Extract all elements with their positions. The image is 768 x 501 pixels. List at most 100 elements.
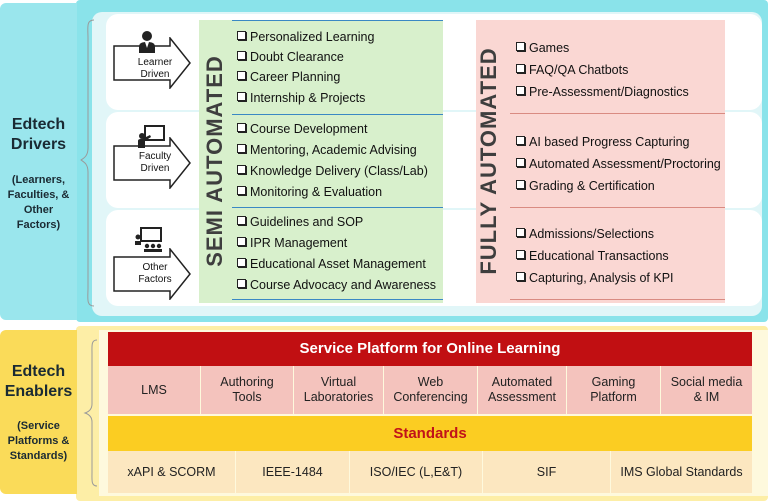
semi-divider <box>232 207 443 208</box>
list-item: Games <box>516 38 689 58</box>
list-item: Guidelines and SOP <box>237 212 436 232</box>
faculty-board-icon <box>138 125 165 148</box>
list-item-text: Monitoring & Evaluation <box>250 185 383 199</box>
list-item-text: Internship & Projects <box>250 91 366 105</box>
list-item-text: Pre-Assessment/Diagnostics <box>529 85 689 99</box>
standard-cell-ims: IMS Global Standards <box>611 451 752 493</box>
drivers-subtitle-line: Factors) <box>16 219 61 231</box>
drivers-title-line: Edtech <box>11 116 66 133</box>
list-item-text: AI based Progress Capturing <box>529 135 690 149</box>
checkbox-icon <box>516 42 525 51</box>
driver-label-line: Faculty <box>138 151 172 162</box>
learner-person-icon <box>139 31 155 53</box>
semi-group-faculty: Course Development Mentoring, Academic A… <box>237 119 428 202</box>
list-item-text: Course Advocacy and Awareness <box>250 278 436 292</box>
faculty-arrow <box>113 137 191 189</box>
enablers-side-panel <box>0 330 77 494</box>
platform-cell-text: Laboratories <box>303 390 374 404</box>
list-item-text: Guidelines and SOP <box>250 215 364 229</box>
checkbox-icon <box>237 31 246 40</box>
list-item-text: Course Development <box>250 122 368 136</box>
list-item: Educational Transactions <box>516 246 674 266</box>
checkbox-icon <box>237 186 246 195</box>
checkbox-icon <box>237 144 246 153</box>
list-item-text: IPR Management <box>250 236 348 250</box>
standards-header: Standards <box>108 416 752 451</box>
other-factors-label: Other Factors <box>124 262 186 286</box>
list-item-text: Educational Asset Management <box>250 257 426 271</box>
fully-group-learner: Games FAQ/QA Chatbots Pre-Assessment/Dia… <box>516 38 689 102</box>
drivers-subtitle-line: Faculties, & <box>7 189 70 201</box>
list-item-text: Mentoring, Academic Advising <box>250 143 417 157</box>
standard-cell-xapi: xAPI & SCORM <box>108 451 235 493</box>
driver-label-line: Driven <box>140 69 170 80</box>
enablers-brace <box>83 339 98 487</box>
list-item-text: Admissions/Selections <box>529 227 655 241</box>
standard-cell-sif: SIF <box>483 451 610 493</box>
driver-label-line: Driven <box>140 163 170 174</box>
list-item: Monitoring & Evaluation <box>237 182 428 202</box>
group-board-icon <box>135 227 162 252</box>
platform-cell-social-media: Social media& IM <box>661 366 752 414</box>
enablers-subtitle: (Service Platforms & Standards) <box>0 419 77 464</box>
fully-automated-title: FULLY AUTOMATED <box>476 47 501 275</box>
driver-label-line: Other <box>142 262 168 273</box>
list-item: Pre-Assessment/Diagnostics <box>516 82 689 102</box>
list-item: Educational Asset Management <box>237 254 436 274</box>
platform-cell-text: & IM <box>693 390 720 404</box>
platform-cell-text: Virtual <box>320 375 357 389</box>
enablers-title-line: Enablers <box>4 383 73 400</box>
drivers-brace <box>80 19 95 307</box>
list-item-text: Knowledge Delivery (Class/Lab) <box>250 164 428 178</box>
drivers-title: Edtech Drivers <box>0 115 77 155</box>
checkbox-icon <box>516 86 525 95</box>
checkbox-icon <box>237 237 246 246</box>
enablers-title: Edtech Enablers <box>0 362 77 402</box>
platform-cell-lms: LMS <box>108 366 200 414</box>
standard-cell-iso: ISO/IEC (L,E&T) <box>350 451 482 493</box>
standard-cell-text: xAPI & SCORM <box>127 465 216 479</box>
semi-group-other: Guidelines and SOP IPR Management Educat… <box>237 212 436 295</box>
drivers-title-line: Drivers <box>10 136 67 153</box>
enablers-title-line: Edtech <box>11 363 66 380</box>
list-item: Personalized Learning <box>237 27 374 47</box>
faculty-driven-label: Faculty Driven <box>124 151 186 175</box>
enablers-subtitle-line: Standards) <box>9 450 68 462</box>
list-item: Doubt Clearance <box>237 47 374 67</box>
list-item: Admissions/Selections <box>516 224 674 244</box>
semi-divider <box>232 299 443 300</box>
semi-automated-title: SEMI AUTOMATED <box>202 55 227 267</box>
other-arrow <box>113 248 191 300</box>
service-platform-header: Service Platform for Online Learning <box>108 332 752 366</box>
list-item: Mentoring, Academic Advising <box>237 140 428 160</box>
standard-cell-text: ISO/IEC (L,E&T) <box>369 465 463 479</box>
list-item: Automated Assessment/Proctoring <box>516 154 721 174</box>
checkbox-icon <box>516 64 525 73</box>
semi-divider <box>232 114 443 115</box>
platform-cell-text: Authoring <box>220 375 274 389</box>
platform-cell-text: Automated <box>491 375 553 389</box>
checkbox-icon <box>237 165 246 174</box>
standard-cell-text: IEEE-1484 <box>262 465 323 479</box>
list-item: Capturing, Analysis of KPI <box>516 268 674 288</box>
list-item: AI based Progress Capturing <box>516 132 721 152</box>
checkbox-icon <box>237 123 246 132</box>
fully-divider <box>510 113 725 114</box>
checkbox-icon <box>237 51 246 60</box>
checkbox-icon <box>516 228 525 237</box>
list-item: Internship & Projects <box>237 88 374 108</box>
fully-group-other: Admissions/Selections Educational Transa… <box>516 224 674 288</box>
checkbox-icon <box>237 258 246 267</box>
semi-automated-box <box>199 20 443 303</box>
platform-cell-text: Platform <box>590 390 637 404</box>
list-item-text: Grading & Certification <box>529 179 655 193</box>
fully-divider <box>510 299 725 300</box>
list-item-text: FAQ/QA Chatbots <box>529 63 629 77</box>
checkbox-icon <box>237 71 246 80</box>
checkbox-icon <box>516 136 525 145</box>
drivers-side-panel <box>0 3 77 320</box>
